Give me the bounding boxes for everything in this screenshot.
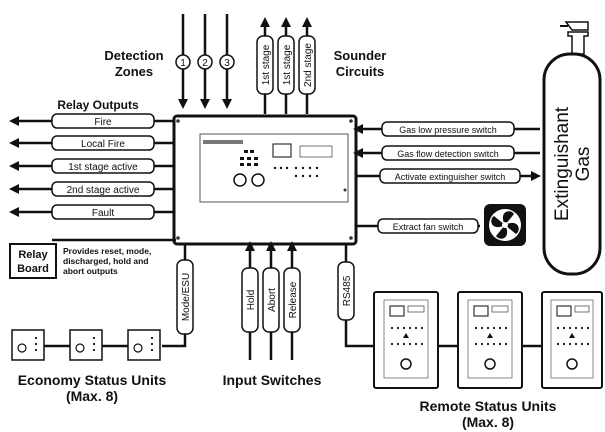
zone-2-label: 2 — [202, 58, 208, 69]
extract-fan-label: Extract fan switch — [393, 222, 464, 232]
relay-board-line1: Relay — [18, 249, 48, 261]
remote-title-1: Remote Status Units — [420, 398, 557, 414]
mode-esu-label: Mode/ESU — [181, 273, 192, 321]
relay-title: Relay Outputs — [57, 98, 139, 112]
remote-status-units: RS485 — [337, 244, 603, 430]
economy-title-1: Economy Status Units — [18, 372, 167, 388]
gas-switches: Gas low pressure switch Gas flow detecti… — [353, 121, 541, 234]
control-panel — [172, 114, 358, 246]
extract-fan-icon — [484, 204, 526, 246]
detection-title-1: Detection — [104, 48, 163, 63]
hold-label: Hold — [246, 290, 257, 311]
relay-outputs: Relay Outputs Fire Local Fire 1st stage … — [9, 98, 174, 220]
relay-fault-label: Fault — [92, 208, 114, 219]
zone-1-label: 1 — [180, 58, 186, 69]
relay-local-fire-label: Local Fire — [81, 139, 125, 150]
gas-low-pressure-label: Gas low pressure switch — [399, 125, 497, 135]
zone-3-label: 3 — [224, 58, 230, 69]
relay-stage1-label: 1st stage active — [68, 162, 138, 173]
sounder-2-label: 1st stage — [282, 44, 293, 85]
input-switches: Hold Abort Release Input Switches — [223, 241, 322, 388]
economy-unit-2 — [69, 329, 103, 361]
relay-board-line2: Board — [17, 263, 49, 275]
relay-fire-label: Fire — [94, 117, 112, 128]
sounder-circuits: 1st stage 1st stage 2nd stage Sounder Ci… — [256, 17, 387, 114]
economy-status-units: Mode/ESU Economy Status Units (Max. 8) — [11, 244, 194, 404]
relay-desc-line1: Provides reset, mode, — [63, 246, 151, 256]
sounder-title-2: Circuits — [336, 64, 384, 79]
remote-title-2: (Max. 8) — [462, 414, 514, 430]
detection-title-2: Zones — [115, 64, 153, 79]
remote-unit-2 — [457, 291, 523, 389]
relay-desc-line2: discharged, hold and — [63, 256, 148, 266]
relay-desc-line3: abort outputs — [63, 266, 118, 276]
input-switches-title: Input Switches — [223, 372, 322, 388]
rs485-label: RS485 — [342, 275, 353, 306]
economy-title-2: (Max. 8) — [66, 388, 118, 404]
gas-cylinder-icon: Extinguishant Gas — [542, 21, 602, 276]
gas-label-line1: Extinguishant — [552, 106, 573, 221]
abort-label: Abort — [267, 288, 278, 312]
economy-unit-3 — [127, 329, 161, 361]
sounder-title-1: Sounder — [334, 48, 387, 63]
sounder-3-label: 2nd stage — [303, 43, 314, 87]
sounder-1-label: 1st stage — [261, 44, 272, 85]
relay-board: Relay Board Provides reset, mode, discha… — [9, 238, 176, 279]
gas-flow-label: Gas flow detection switch — [397, 149, 499, 159]
remote-unit-1 — [373, 291, 439, 389]
remote-unit-3 — [541, 291, 603, 389]
economy-unit-1 — [11, 329, 45, 361]
release-label: Release — [288, 281, 299, 318]
activate-extinguisher-label: Activate extinguisher switch — [395, 172, 506, 182]
gas-label-line2: Gas — [573, 147, 594, 182]
relay-stage2-label: 2nd stage active — [67, 185, 140, 196]
detection-zones: 1 2 3 Detection Zones — [104, 14, 235, 109]
